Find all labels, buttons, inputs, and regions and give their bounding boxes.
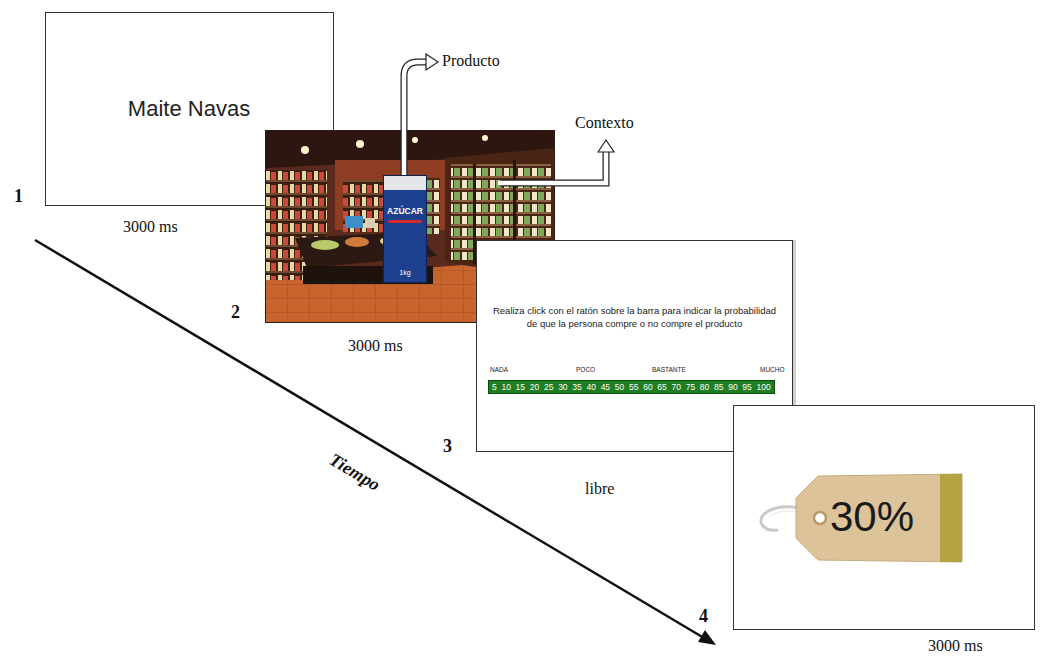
scale-label: MUCHO	[760, 366, 785, 373]
duration-label: 3000 ms	[928, 637, 983, 655]
node-text: AZÚCAR	[384, 206, 426, 216]
axis-label: Tiempo	[326, 449, 384, 495]
scale-label: BASTANTE	[652, 366, 686, 373]
callout-number: 4	[699, 606, 708, 627]
scale-number: 80	[700, 382, 709, 392]
scale-number: 75	[686, 382, 695, 392]
scale-number: 20	[530, 382, 539, 392]
scale-number: 10	[501, 382, 510, 392]
scale-number: 40	[586, 382, 595, 392]
node-text: Realiza click con el ratón sobre la barr…	[487, 304, 782, 330]
scale-number: 50	[615, 382, 624, 392]
duration-label: 3000 ms	[348, 337, 403, 355]
scale-number: 85	[714, 382, 723, 392]
scale-number: 65	[657, 382, 666, 392]
scale-number: 70	[672, 382, 681, 392]
scale-number: 55	[629, 382, 638, 392]
duration-label: 3000 ms	[123, 218, 178, 236]
scale-number: 60	[643, 382, 652, 392]
part-label: Producto	[442, 52, 500, 70]
rating-bar: 5 10 15 20 25 30 35 40 45 50 55 60 65 70 75 80 85 90 95 100	[488, 380, 775, 394]
stimulus-frame: Maite Navas	[45, 12, 333, 205]
scale-number: 5	[492, 382, 497, 392]
scale-number: 25	[544, 382, 553, 392]
node-text: 1kg	[384, 269, 426, 276]
discount-frame: 30%	[733, 405, 1035, 630]
callout-number: 1	[14, 186, 23, 207]
node-text: 30%	[830, 492, 914, 542]
duration-label: libre	[585, 480, 614, 498]
scale-number: 35	[572, 382, 581, 392]
scale-number: 45	[601, 382, 610, 392]
scale-label: POCO	[576, 366, 595, 373]
node-text: Maite Navas	[128, 96, 250, 122]
scale-label: NADA	[490, 366, 508, 373]
part-label: Contexto	[575, 114, 634, 132]
label-swoosh	[388, 220, 422, 223]
scale-number: 90	[728, 382, 737, 392]
callout-number: 2	[231, 302, 240, 323]
scale-number: 30	[558, 382, 567, 392]
product-package: AZÚCAR 1kg	[383, 175, 427, 283]
scale-number: 100	[757, 382, 771, 392]
callout-number: 3	[443, 436, 452, 457]
scale-number: 95	[742, 382, 751, 392]
scale-number: 15	[516, 382, 525, 392]
